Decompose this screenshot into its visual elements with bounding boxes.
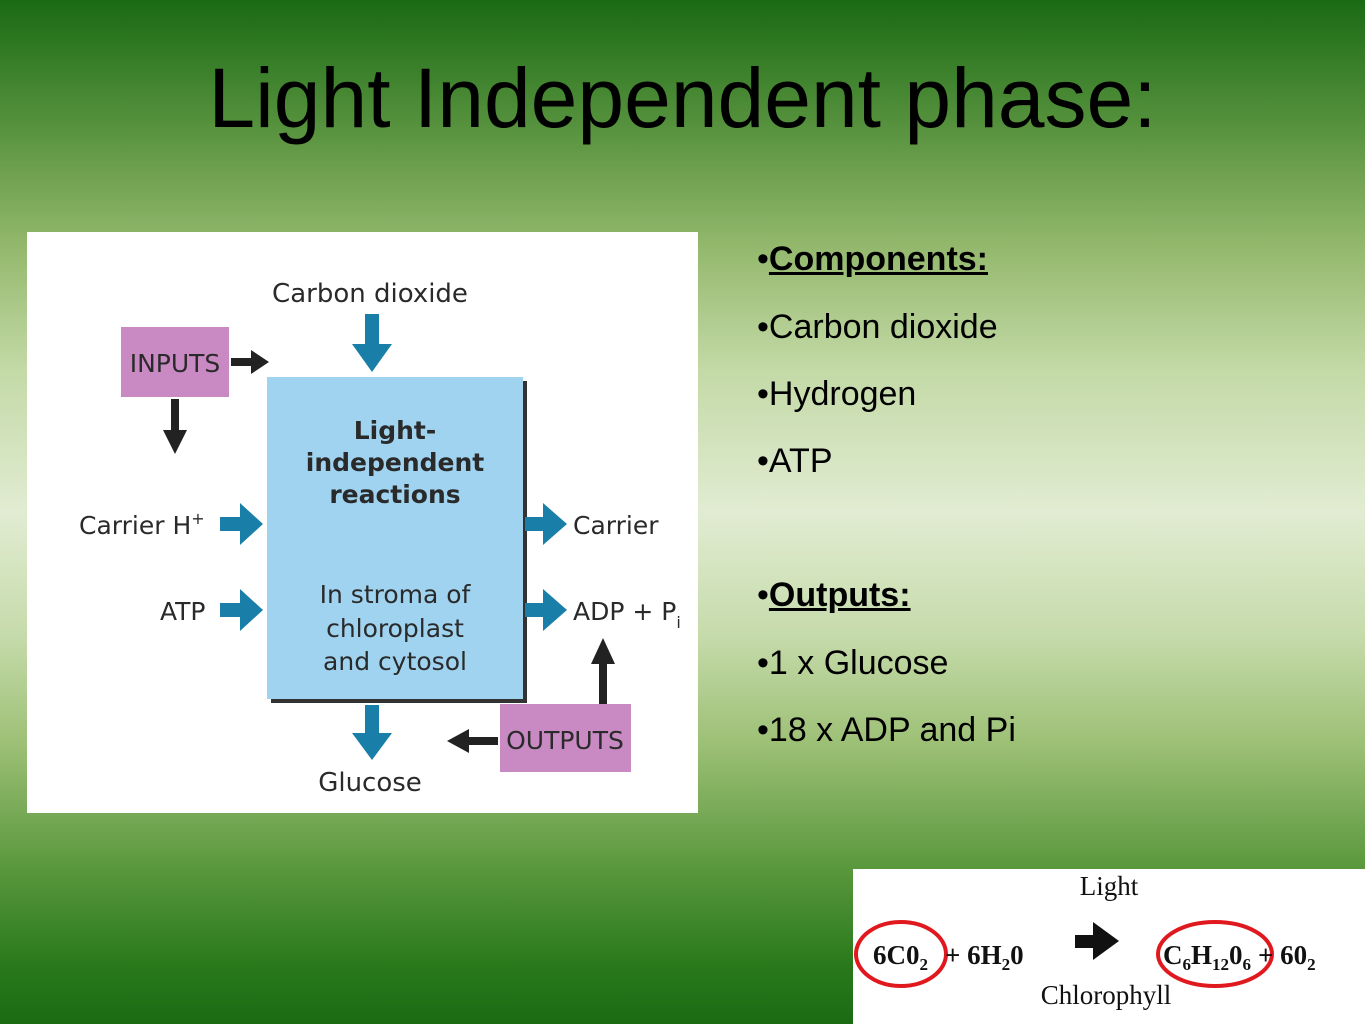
carrier-output-arrow bbox=[525, 503, 567, 545]
components-heading-item: •Components: bbox=[757, 240, 988, 278]
atp-input-label: ATP bbox=[160, 597, 206, 626]
carrier-output-label: Carrier bbox=[573, 511, 659, 540]
box-sub-line2: chloroplast bbox=[326, 614, 464, 643]
outputs-heading-item: •Outputs: bbox=[757, 576, 911, 614]
box-sub-line3: and cytosol bbox=[323, 647, 467, 676]
glucose-highlight-circle bbox=[1156, 920, 1274, 988]
reaction-arrow bbox=[1075, 922, 1119, 960]
inputs-label: INPUTS bbox=[130, 349, 221, 378]
outputs-label-box bbox=[500, 704, 631, 772]
glucose-label: Glucose bbox=[318, 768, 422, 798]
product-oxygen: + 602 bbox=[1258, 940, 1316, 974]
carbon-dioxide-label: Carbon dioxide bbox=[272, 279, 468, 309]
chlorophyll-label: Chlorophyll bbox=[1041, 980, 1172, 1010]
co2-highlight-circle bbox=[854, 920, 948, 988]
carrier-h-label: Carrier H+ bbox=[79, 509, 205, 540]
light-label: Light bbox=[1080, 871, 1139, 901]
inputs-down-arrow bbox=[163, 399, 187, 454]
diagram-svg: Carbon dioxide INPUTS Light- independent… bbox=[79, 279, 681, 798]
photosynthesis-equation: Light Chlorophyll 6C02 + 6H20 C6H1206 + … bbox=[853, 869, 1365, 1024]
carrier-h-arrow bbox=[220, 503, 263, 545]
light-independent-diagram: Carbon dioxide INPUTS Light- independent… bbox=[27, 232, 698, 813]
atp-input-arrow bbox=[220, 589, 263, 631]
inputs-label-box bbox=[121, 327, 229, 397]
box-title-line1: Light- bbox=[354, 416, 437, 445]
box-title-line3: reactions bbox=[329, 480, 460, 509]
components-heading: Components: bbox=[768, 240, 988, 278]
outputs-up-arrow bbox=[591, 638, 615, 704]
equation-svg: Light Chlorophyll 6C02 + 6H20 C6H1206 + … bbox=[854, 871, 1316, 1010]
adp-output-arrow bbox=[525, 589, 567, 631]
slide-title: Light Independent phase: bbox=[208, 51, 1157, 145]
adp-pi-label: ADP + Pi bbox=[573, 597, 681, 632]
reactant-co2: 6C02 bbox=[873, 940, 928, 974]
carbon-dioxide-arrow bbox=[352, 314, 392, 372]
reactant-water: + 6H20 bbox=[945, 940, 1024, 974]
outputs-heading: Outputs: bbox=[768, 576, 911, 614]
component-item: •Carbon dioxide bbox=[757, 308, 998, 346]
reaction-box bbox=[267, 377, 523, 699]
product-glucose: C6H1206 bbox=[1163, 940, 1251, 974]
glucose-arrow bbox=[352, 705, 392, 760]
component-item: •Hydrogen bbox=[757, 375, 917, 413]
box-sub-line1: In stroma of bbox=[320, 580, 472, 609]
output-item: •1 x Glucose bbox=[757, 644, 949, 682]
box-title-line2: independent bbox=[306, 448, 485, 477]
outputs-left-arrow bbox=[447, 729, 498, 753]
output-item: •18 x ADP and Pi bbox=[757, 711, 1016, 749]
component-item: •ATP bbox=[757, 442, 833, 480]
outputs-label: OUTPUTS bbox=[506, 726, 624, 755]
inputs-right-arrow bbox=[231, 350, 269, 374]
